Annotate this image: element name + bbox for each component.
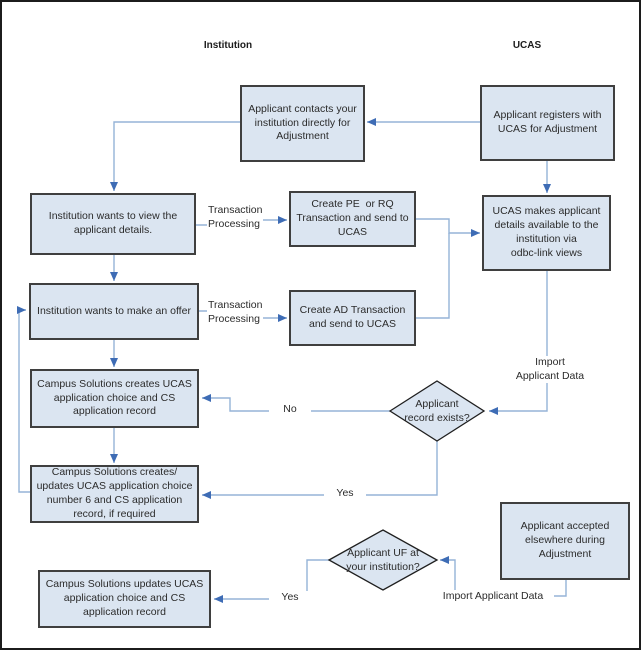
node-institution-make-offer: Institution wants to make an offer [29,283,199,340]
edge-label-transaction-processing-2: Transaction Processing [207,299,264,327]
connector-ad-junction [416,233,450,319]
node-applicant-accepted-elsewhere: Applicant accepted elsewhere during Adju… [500,502,630,580]
edge-label-import-applicant-data-1: Import Applicant Data [499,356,601,384]
edge-label-no: No [269,403,311,417]
edge-label-yes-1: Yes [324,487,366,501]
edge-label-transaction-processing-1: Transaction Processing [207,204,264,232]
node-institution-view-details: Institution wants to view the applicant … [30,193,196,255]
node-applicant-registers-ucas: Applicant registers with UCAS for Adjust… [480,85,615,161]
node-ucas-makes-details-available: UCAS makes applicant details available t… [482,195,611,271]
column-header-ucas: UCAS [512,40,542,51]
node-cs-updates-application: Campus Solutions updates UCAS applicatio… [38,570,211,628]
decision-uf-institution [327,529,439,591]
edge-label-import-applicant-data-2: Import Applicant Data [432,590,554,604]
connector-ucas-makes-to-record-exists [489,271,548,415]
edge-label-yes-2: Yes [269,591,311,605]
decision-record-exists [388,380,486,442]
node-cs-creates-updates-choice6: Campus Solutions creates/ updates UCAS a… [30,465,199,523]
node-applicant-contacts-institution: Applicant contacts your institution dire… [240,85,365,162]
connector-pe-rq-to-ucas-makes [416,218,480,237]
connector-cs-updates6-to-offer-loop [17,306,30,493]
node-create-ad-transaction: Create AD Transaction and send to UCAS [289,290,416,346]
connector-contact-to-view [110,121,240,191]
column-header-institution: Institution [203,40,253,51]
node-cs-creates-application: Campus Solutions creates UCAS applicatio… [30,369,199,428]
node-create-pe-rq-transaction: Create PE or RQ Transaction and send to … [289,191,416,247]
connector-yes-to-cs-updates6 [202,441,438,499]
connector-yes-to-cs-updates [214,559,329,603]
